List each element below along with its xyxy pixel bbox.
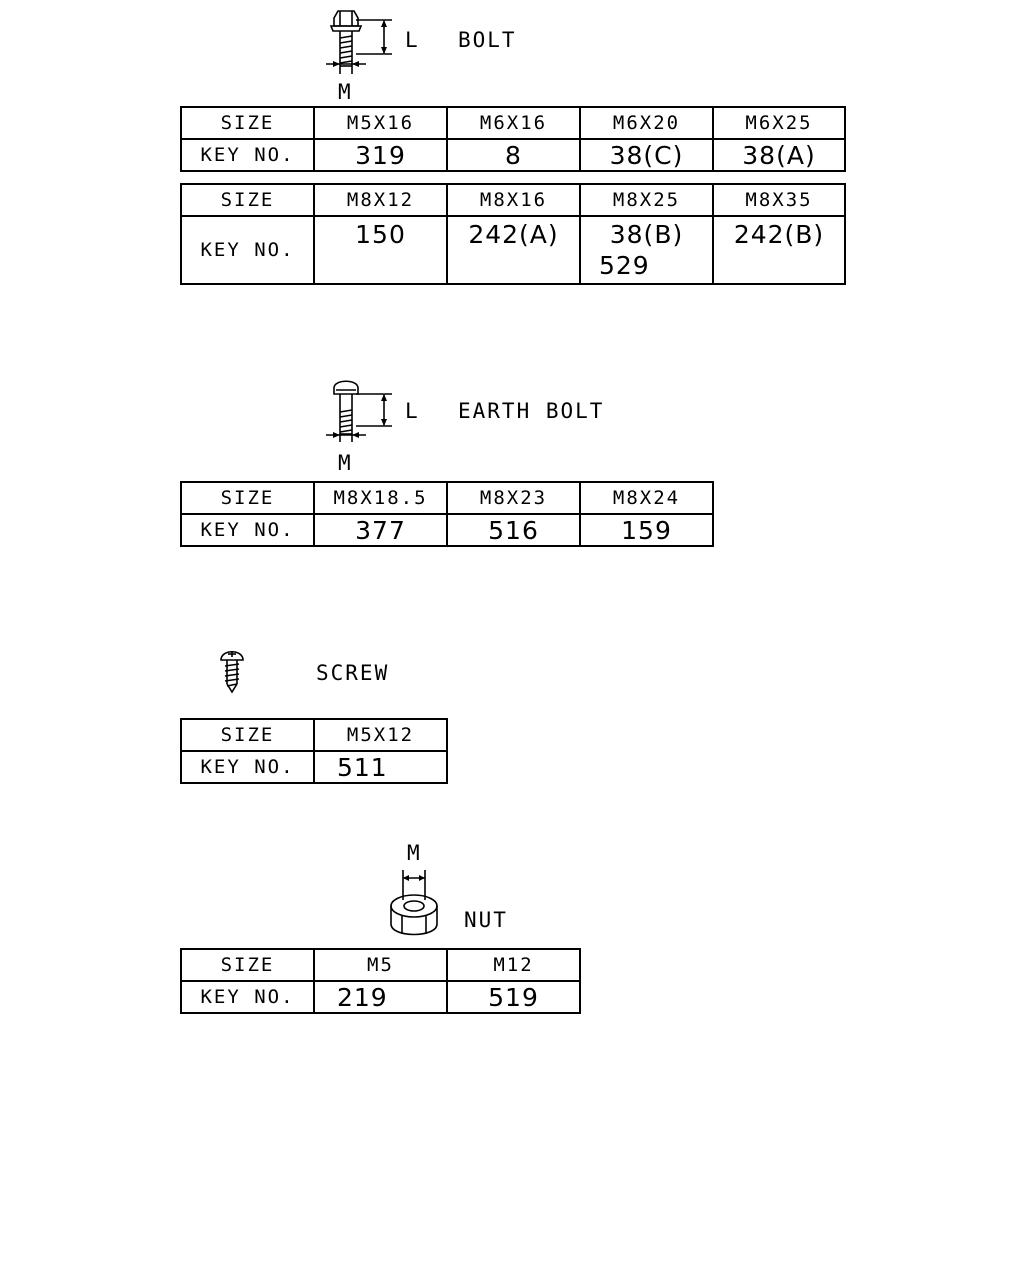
nut-title: NUT — [464, 908, 508, 932]
key-header: KEY NO. — [180, 750, 315, 784]
size-cell: M8X24 — [579, 481, 714, 515]
size-row: SIZE M5X16 M6X16 M6X20 M6X25 — [180, 106, 846, 140]
key-row: KEY NO. 319 8 38(C) 38(A) — [180, 138, 846, 172]
key-cell: 242(B) — [712, 215, 846, 285]
key-row: KEY NO. 511 — [180, 750, 448, 784]
key-cell: 150 — [313, 215, 448, 285]
key-cell: 219 — [313, 980, 448, 1014]
size-cell: M8X18.5 — [313, 481, 448, 515]
screw-title: SCREW — [316, 661, 390, 685]
size-cell: M8X12 — [313, 183, 448, 217]
size-header: SIZE — [180, 481, 315, 515]
key-cell: 8 — [446, 138, 581, 172]
key-header: KEY NO. — [180, 215, 315, 285]
key-header: KEY NO. — [180, 138, 315, 172]
key-row: KEY NO. 377 516 159 — [180, 513, 714, 547]
key-cell: 38(B) 529 — [579, 215, 714, 285]
size-header: SIZE — [180, 718, 315, 752]
earth-bolt-diameter-label: M — [338, 451, 353, 475]
size-row: SIZE M8X12 M8X16 M8X25 M8X35 — [180, 183, 846, 217]
tapping-screw-icon — [220, 650, 244, 694]
size-header: SIZE — [180, 106, 315, 140]
key-row: KEY NO. 219 519 — [180, 980, 581, 1014]
nut-icon — [390, 870, 438, 936]
size-cell: M6X20 — [579, 106, 714, 140]
key-cell: 516 — [446, 513, 581, 547]
key-cell: 377 — [313, 513, 448, 547]
key-cell: 319 — [313, 138, 448, 172]
bolt-diameter-label: M — [338, 80, 353, 104]
size-cell: M8X23 — [446, 481, 581, 515]
key-cell: 511 — [313, 750, 448, 784]
key-row: KEY NO. 150 242(A) 38(B) 529 242(B) — [180, 215, 846, 285]
size-cell: M6X25 — [712, 106, 846, 140]
size-row: SIZE M5 M12 — [180, 948, 581, 982]
key-header: KEY NO. — [180, 513, 315, 547]
size-cell: M8X16 — [446, 183, 581, 217]
size-cell: M5X16 — [313, 106, 448, 140]
size-cell: M12 — [446, 948, 581, 982]
bolt-table-1: SIZE M5X16 M6X16 M6X20 M6X25 KEY NO. 319… — [180, 106, 846, 172]
key-value: 242(A) — [468, 220, 559, 249]
size-cell: M8X35 — [712, 183, 846, 217]
key-value: 150 — [355, 220, 406, 249]
hex-bolt-icon — [326, 380, 392, 442]
key-cell: 38(A) — [712, 138, 846, 172]
nut-diameter-label: M — [407, 841, 422, 865]
flange-bolt-icon — [326, 10, 392, 74]
size-row: SIZE M5X12 — [180, 718, 448, 752]
key-header: KEY NO. — [180, 980, 315, 1014]
key-cell: 242(A) — [446, 215, 581, 285]
bolt-title: BOLT — [458, 28, 517, 52]
earth-bolt-table: SIZE M8X18.5 M8X23 M8X24 KEY NO. 377 516… — [180, 481, 714, 547]
key-value: 529 — [599, 251, 650, 280]
key-value: 38(B) — [609, 220, 684, 249]
size-row: SIZE M8X18.5 M8X23 M8X24 — [180, 481, 714, 515]
earth-bolt-length-label: L — [405, 399, 420, 423]
size-cell: M5 — [313, 948, 448, 982]
size-cell: M5X12 — [313, 718, 448, 752]
size-header: SIZE — [180, 183, 315, 217]
earth-bolt-title: EARTH BOLT — [458, 399, 605, 423]
size-cell: M8X25 — [579, 183, 714, 217]
size-header: SIZE — [180, 948, 315, 982]
key-cell: 159 — [579, 513, 714, 547]
nut-table: SIZE M5 M12 KEY NO. 219 519 — [180, 948, 581, 1014]
screw-table: SIZE M5X12 KEY NO. 511 — [180, 718, 448, 784]
bolt-table-2: SIZE M8X12 M8X16 M8X25 M8X35 KEY NO. 150… — [180, 183, 846, 285]
bolt-length-label: L — [405, 28, 420, 52]
key-value: 242(B) — [733, 220, 825, 249]
size-cell: M6X16 — [446, 106, 581, 140]
key-cell: 519 — [446, 980, 581, 1014]
key-cell: 38(C) — [579, 138, 714, 172]
